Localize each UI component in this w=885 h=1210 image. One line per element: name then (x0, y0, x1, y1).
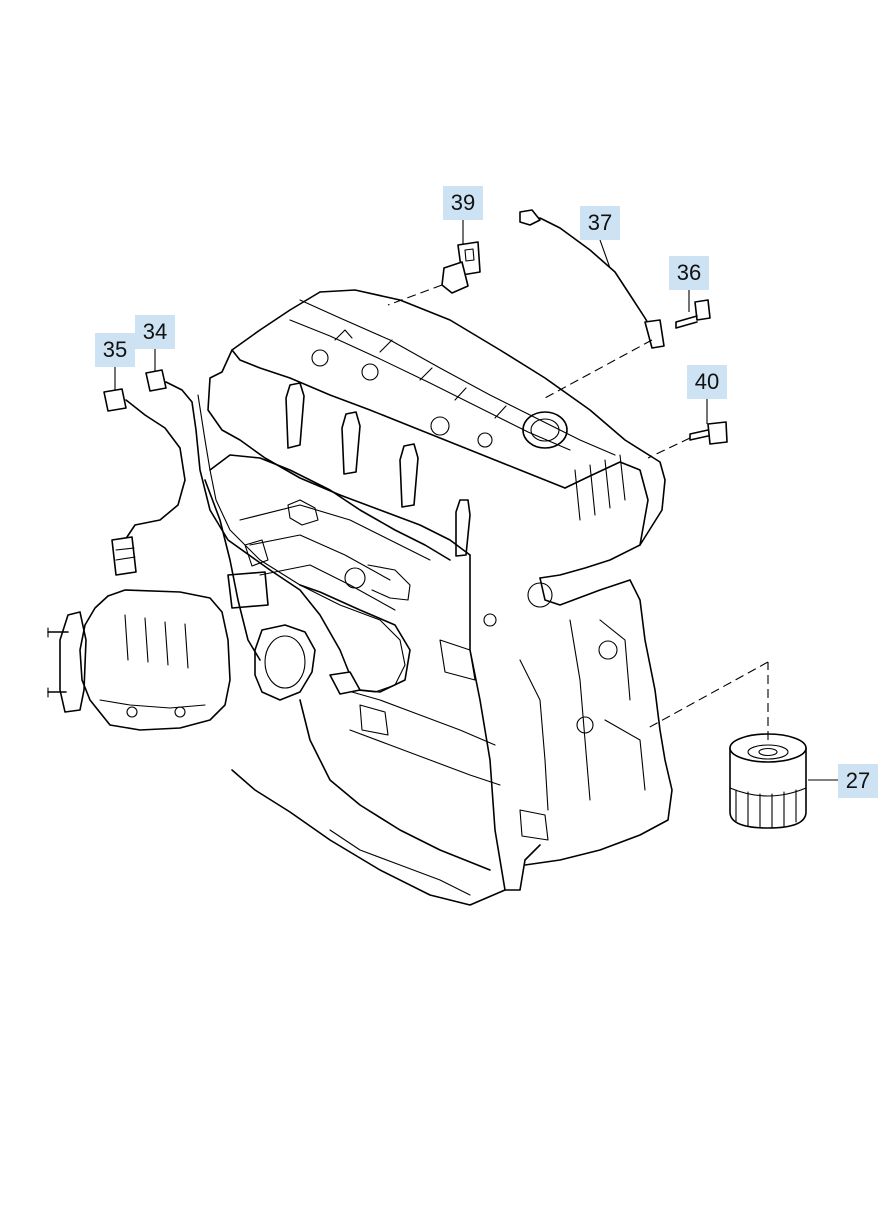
oxygen-sensor-35 (103, 388, 186, 576)
sensor-40 (689, 421, 728, 445)
leader-lines (114, 220, 838, 781)
callout-39[interactable]: 39 (443, 186, 483, 220)
callout-40[interactable]: 40 (687, 365, 727, 399)
camshaft-sensor (441, 241, 481, 294)
callout-34[interactable]: 34 (135, 315, 175, 349)
oxygen-sensor-34 (145, 369, 411, 695)
engine-assembly (197, 289, 673, 906)
callout-27[interactable]: 27 (838, 764, 878, 798)
bolt-36 (675, 299, 711, 329)
callout-36[interactable]: 36 (669, 256, 709, 290)
callout-37[interactable]: 37 (580, 206, 620, 240)
oil-filter-27 (729, 733, 807, 829)
callout-35[interactable]: 35 (95, 333, 135, 367)
exhaust-manifold (47, 589, 231, 731)
harness-37 (519, 209, 665, 349)
